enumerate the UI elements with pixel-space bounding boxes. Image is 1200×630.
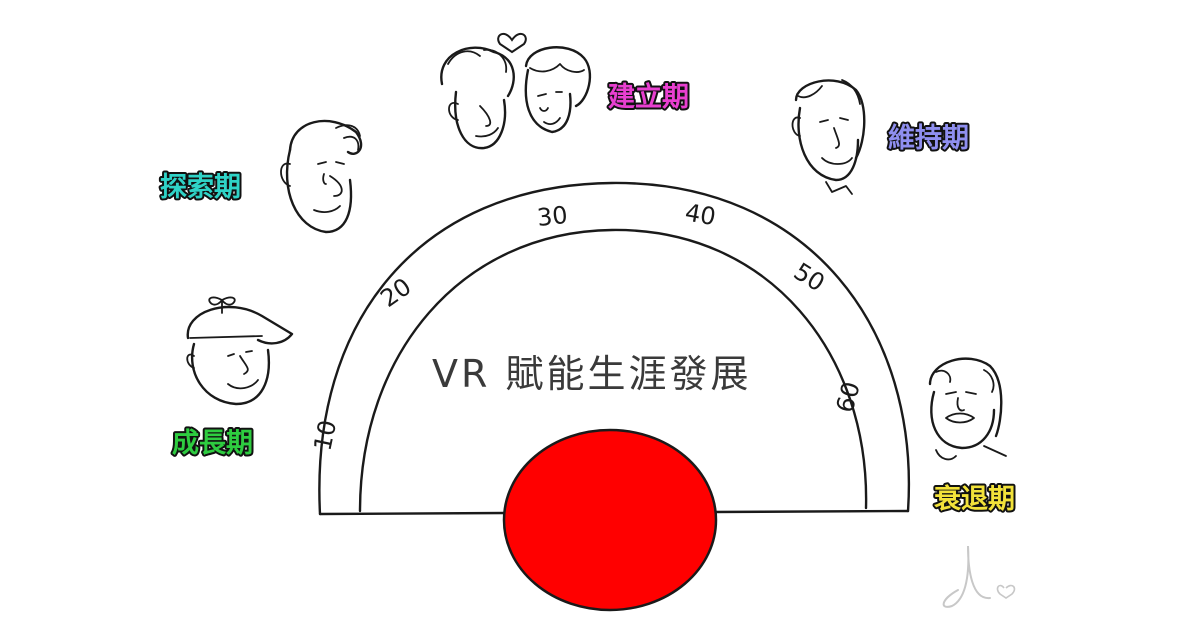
stage-label-establishment: 建立期 — [608, 81, 689, 113]
age-ticks: 10 20 30 40 50 60 — [308, 198, 865, 453]
stage-label-maintenance: 維持期 — [888, 123, 969, 154]
diagram-title: VR 賦能生涯發展 — [432, 352, 751, 396]
stage-labels: 成長期 探索期 建立期 維持期 衰退期 — [158, 79, 1017, 517]
age-tick-30: 30 — [536, 201, 569, 232]
child-face-illustration — [186, 296, 294, 406]
outer-arch — [318, 181, 911, 516]
middle-aged-man-face-illustration — [791, 79, 866, 195]
arch-base-left — [318, 511, 507, 516]
couple-faces-illustration — [440, 32, 592, 150]
age-tick-10: 10 — [308, 418, 342, 454]
stage-label-decline: 衰退期 — [934, 483, 1015, 515]
inner-arch — [358, 228, 868, 513]
small-heart-icon — [996, 584, 1016, 599]
age-tick-20: 20 — [375, 272, 416, 312]
arch-base-right — [710, 509, 910, 514]
center-red-circle — [502, 428, 718, 612]
elderly-man-face-illustration — [928, 357, 1007, 461]
young-man-face-illustration — [280, 119, 363, 234]
stage-label-growth: 成長期 — [172, 428, 253, 459]
signature — [942, 545, 1016, 608]
age-tick-40: 40 — [683, 198, 718, 231]
arch-band — [318, 181, 911, 516]
age-tick-60: 60 — [831, 379, 866, 416]
heart-icon — [497, 32, 527, 54]
stage-label-exploration: 探索期 — [160, 172, 241, 203]
